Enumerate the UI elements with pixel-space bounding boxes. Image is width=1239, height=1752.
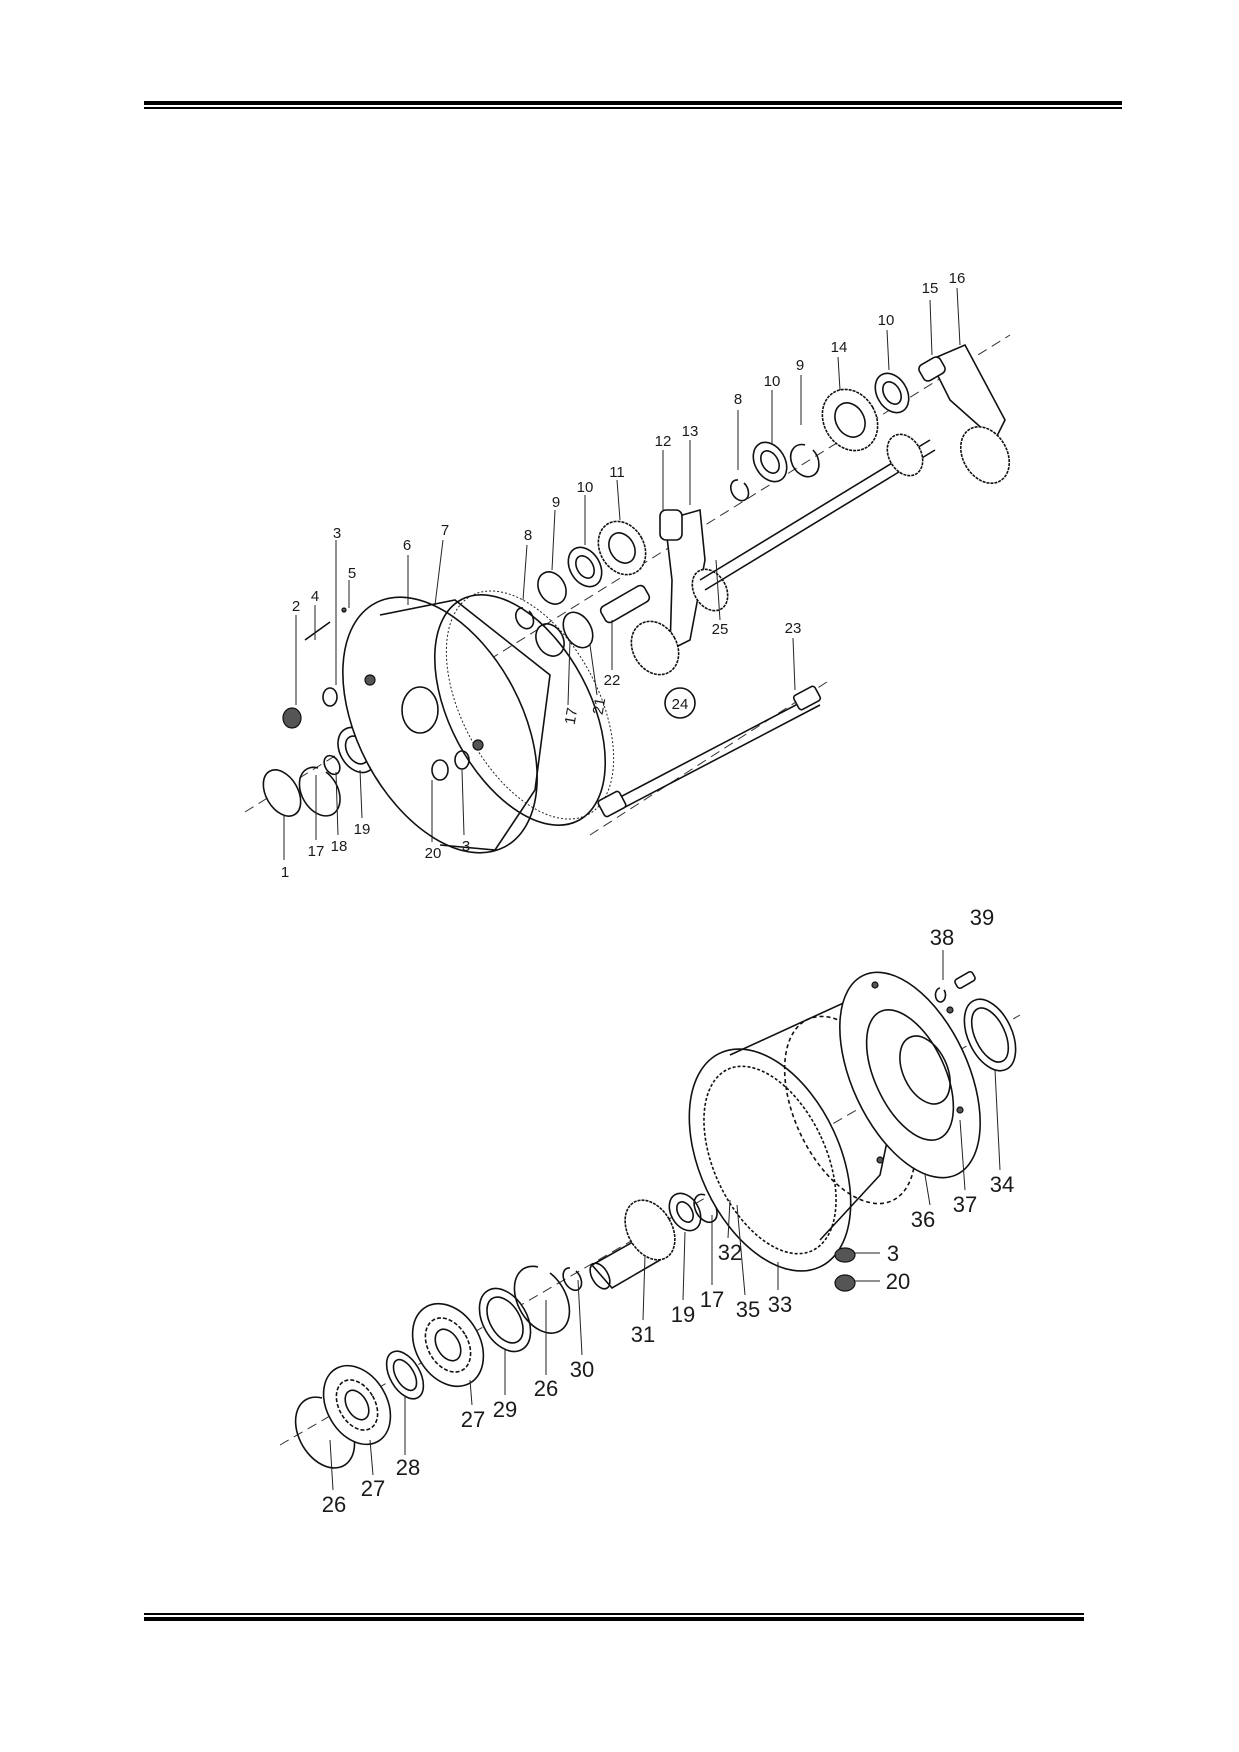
spline-shaft [589,1199,676,1290]
callout-label: 21 [590,697,610,716]
callout-label: 17 [562,707,582,726]
housing-bore [401,686,439,734]
callout-label: 3 [333,525,341,542]
washer [834,1247,856,1263]
callout-label: 13 [682,423,699,440]
callout-label: 36 [911,1207,935,1232]
pin [341,607,347,613]
lower-assembly: 26 27 28 27 29 26 30 31 19 17 35 32 33 3… [279,905,1021,1517]
sun-gear [599,584,651,624]
callout-label: 38 [930,925,954,950]
drain-plug [431,759,449,781]
spacer-ring [385,1350,425,1400]
washer [322,687,338,707]
footer-rule-thin [144,1613,1084,1615]
carrier-pin [918,356,946,382]
callout-label: 18 [331,838,348,855]
callout-label: 17 [700,1287,724,1312]
callout-label: 34 [990,1172,1014,1197]
bolt [304,621,331,641]
header-rule-thin [144,107,1122,109]
snap-ring [562,1267,583,1292]
callout-label: 29 [493,1397,517,1422]
callout-label: 20 [886,1269,910,1294]
callout-label: 3 [462,838,470,855]
callout-label: 23 [785,620,802,637]
assembly-callout-circle [664,687,696,719]
shaft-axis-line [589,679,831,836]
bearing [752,441,788,483]
taper-bearing [411,1302,485,1388]
callout-label: 15 [922,280,939,297]
callout-label: 6 [403,537,411,554]
callout-label: 31 [631,1322,655,1347]
callout-label: 11 [609,464,625,481]
retaining-ring [513,1265,571,1334]
planet-gear [597,520,647,576]
callout-label: 20 [425,845,442,862]
planet-gear [630,620,680,676]
ring [537,571,567,605]
planet-carrier [664,508,706,652]
callout-label: 17 [308,843,325,860]
callout-label: 39 [970,905,994,930]
planet-carrier [928,343,1006,442]
callout-label: 10 [878,312,895,329]
plug-screw [282,707,302,729]
callout-label: 8 [734,391,742,408]
callout-label: 26 [534,1376,558,1401]
plug-screw [834,1274,856,1292]
callout-label: 2 [292,598,300,615]
planet-gear [821,388,879,452]
bearing [668,1192,702,1232]
planet-housing [342,590,615,854]
ring-small [515,607,535,630]
callout-label: 9 [552,494,560,511]
taper-bearing [322,1364,392,1446]
bearing [567,546,603,588]
lock-washer [934,987,947,1003]
footer-rule-thick [144,1617,1084,1621]
callout-label: 30 [570,1357,594,1382]
callout-label: 4 [311,588,319,605]
callout-label: 37 [953,1192,977,1217]
callout-label: 10 [577,479,594,496]
callout-label: 19 [354,821,371,838]
assembly-callout-label: 24 [672,696,689,713]
callout-label: 28 [396,1455,420,1480]
callout-label: 16 [949,270,966,287]
callout-label: 10 [764,373,781,390]
header-rule-thick [144,101,1122,105]
callout-label: 5 [348,565,356,582]
callout-label: 22 [604,672,621,689]
callout-label: 35 [736,1297,760,1322]
drive-shaft [597,685,822,818]
wheel-bolt [954,970,976,990]
cover-disc [262,769,302,817]
callout-label: 25 [712,621,729,638]
seal-ring [963,998,1017,1072]
callout-label: 27 [461,1407,485,1432]
callout-label: 32 [718,1240,742,1265]
snap-ring [298,766,341,817]
callout-label: 9 [796,357,804,374]
callout-label: 8 [524,527,532,544]
callout-label: 27 [361,1476,385,1501]
carrier-pin [659,509,683,541]
callout-label: 7 [441,522,449,539]
wheel-hub [839,971,981,1179]
callout-label: 19 [671,1302,695,1327]
callout-label: 3 [887,1241,899,1266]
callout-label: 1 [281,864,289,881]
callout-label: 14 [831,339,848,356]
callout-label: 33 [768,1292,792,1317]
callout-label: 26 [322,1492,346,1517]
callout-label: 12 [655,433,672,450]
small-ring [323,754,341,776]
upper-assembly: 24 1 2 3 4 5 6 [244,270,1011,881]
